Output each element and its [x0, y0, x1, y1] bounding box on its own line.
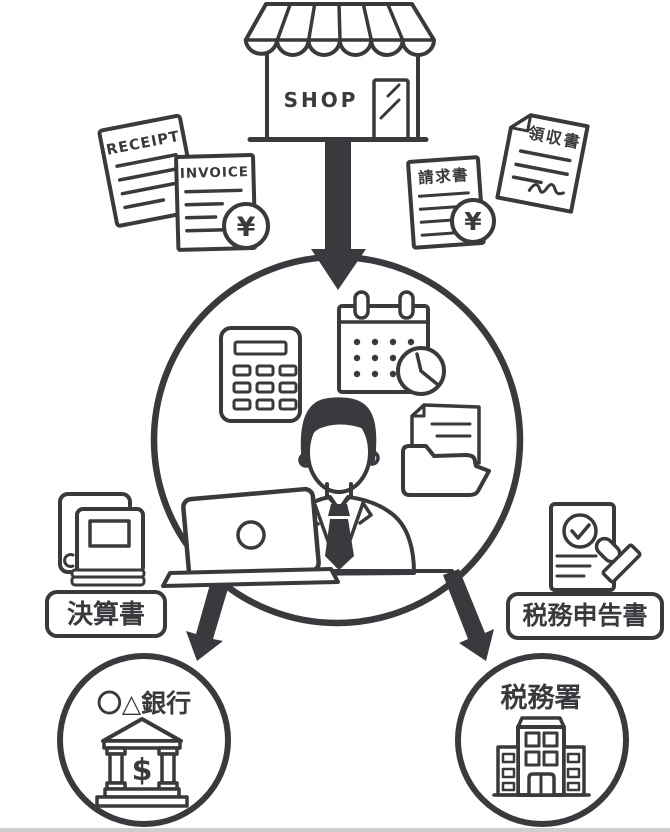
- ryoshusho-document-icon: 領収書: [495, 113, 590, 214]
- ledger-books-icon: [58, 492, 146, 587]
- tie-blade: [325, 519, 354, 570]
- laptop-base: [161, 567, 340, 588]
- tax-office-name: 税務署: [501, 683, 582, 714]
- tie-knot: [328, 504, 350, 516]
- signature-scribble: [527, 183, 565, 196]
- shop-sign-label: SHOP: [284, 88, 359, 112]
- bank-step-2: [95, 795, 189, 808]
- bottom-edge-strip: [0, 828, 670, 832]
- financial-statements-label: 決算書: [45, 590, 167, 638]
- back-book-spine-curl: [63, 553, 75, 568]
- dollar-symbol: $: [132, 753, 153, 788]
- tax-return-text: 税務申告書: [522, 601, 647, 630]
- shop-icon: SHOP: [243, 2, 436, 142]
- bank-destination: 〇△銀行 $: [57, 653, 231, 827]
- lapels: [306, 501, 373, 568]
- receipt-text-lines: [115, 153, 184, 210]
- tax-office-building-icon: [492, 716, 591, 797]
- folder-icon: [401, 403, 491, 497]
- calendar-icon: [337, 290, 446, 396]
- yen-circle-2: [450, 198, 496, 244]
- right-arrow: [443, 569, 494, 661]
- bank-beam: [102, 739, 182, 750]
- check-circle: [562, 513, 598, 549]
- invoice-text-lines: [184, 188, 243, 233]
- hair: [300, 397, 377, 464]
- stamp-base: [601, 543, 642, 584]
- folder-document-lines: [430, 422, 472, 438]
- shop-door-glass-lines: [379, 83, 401, 120]
- calculator-icon: [219, 326, 302, 423]
- laptop-icon: [161, 486, 340, 588]
- shop-posts: [265, 53, 420, 140]
- yen-circle-icon-2: ¥: [450, 198, 496, 244]
- bank-column-left: [108, 752, 124, 785]
- down-arrow: [311, 141, 366, 290]
- clock-hands: [415, 352, 439, 386]
- seikyusho-text-lines: [417, 191, 471, 237]
- seikyusho-title: 請求書: [417, 165, 469, 188]
- bank-icon: $: [95, 717, 189, 808]
- awning-stripes: [244, 2, 436, 42]
- yen-symbol: ¥: [237, 212, 256, 243]
- book-label: [88, 519, 131, 548]
- tax-office-destination: 税務署: [455, 653, 629, 827]
- calendar-ring-left: [353, 290, 370, 320]
- financial-statements-box: [45, 590, 167, 638]
- yen-circle-icon: ¥: [222, 202, 270, 250]
- ryoshusho-fold-corner: [509, 113, 533, 133]
- tax-return-box: [506, 592, 664, 640]
- financial-statements-text: 決算書: [67, 599, 145, 630]
- book-pages-2: [70, 575, 146, 587]
- bank-column-right: [160, 752, 176, 785]
- bank-name: 〇△銀行: [97, 689, 191, 718]
- stamp-icon: [594, 536, 642, 584]
- building-windows: [501, 731, 581, 792]
- yen-symbol-2: ¥: [464, 207, 482, 236]
- clock-icon: [396, 346, 446, 396]
- invoice-title: INVOICE: [180, 164, 250, 182]
- calculator-display: [233, 340, 288, 356]
- folder-document-fold: [410, 403, 426, 418]
- approved-document-stamp-icon: [549, 502, 642, 592]
- folder-body: [401, 444, 491, 497]
- tax-doc-lines: [555, 554, 598, 578]
- left-arrow: [186, 570, 232, 661]
- check-mark: [570, 523, 591, 540]
- calendar-ring-right: [398, 290, 415, 320]
- yen-circle: [222, 202, 270, 250]
- calendar-date-dots: [353, 338, 415, 378]
- tax-return-label: 税務申告書: [506, 592, 664, 640]
- laptop-logo: [236, 520, 266, 550]
- calculator-keys: [232, 364, 298, 411]
- ryoshusho-text-lines: [511, 149, 572, 185]
